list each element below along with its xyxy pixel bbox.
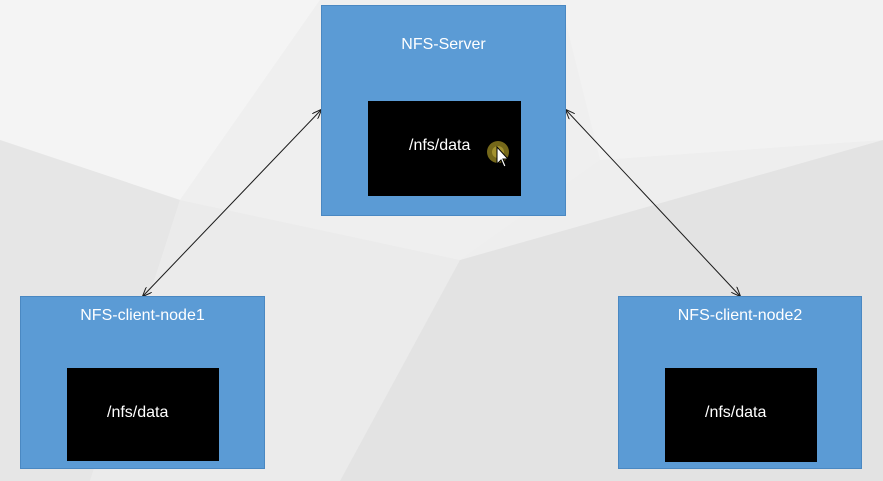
nfs-client-node2-title: NFS-client-node2 bbox=[677, 307, 803, 324]
mouse-pointer-icon bbox=[487, 141, 510, 168]
nfs-server-title: NFS-Server bbox=[401, 36, 486, 53]
nfs-client-node2-dir-label: /nfs/data bbox=[705, 404, 767, 421]
nfs-server-dir-label: /nfs/data bbox=[409, 137, 471, 154]
nfs-client-node2: NFS-client-node2 /nfs/data bbox=[618, 296, 862, 469]
nfs-client-node1-dir-box: /nfs/data bbox=[67, 368, 219, 461]
nfs-client-node1-dir-label: /nfs/data bbox=[107, 404, 169, 421]
nfs-client-node2-dir-box: /nfs/data bbox=[665, 368, 817, 462]
nfs-server-node: NFS-Server /nfs/data bbox=[321, 5, 566, 216]
nfs-client-node1-title: NFS-client-node1 bbox=[80, 307, 205, 324]
nfs-client-node1: NFS-client-node1 /nfs/data bbox=[20, 296, 265, 469]
